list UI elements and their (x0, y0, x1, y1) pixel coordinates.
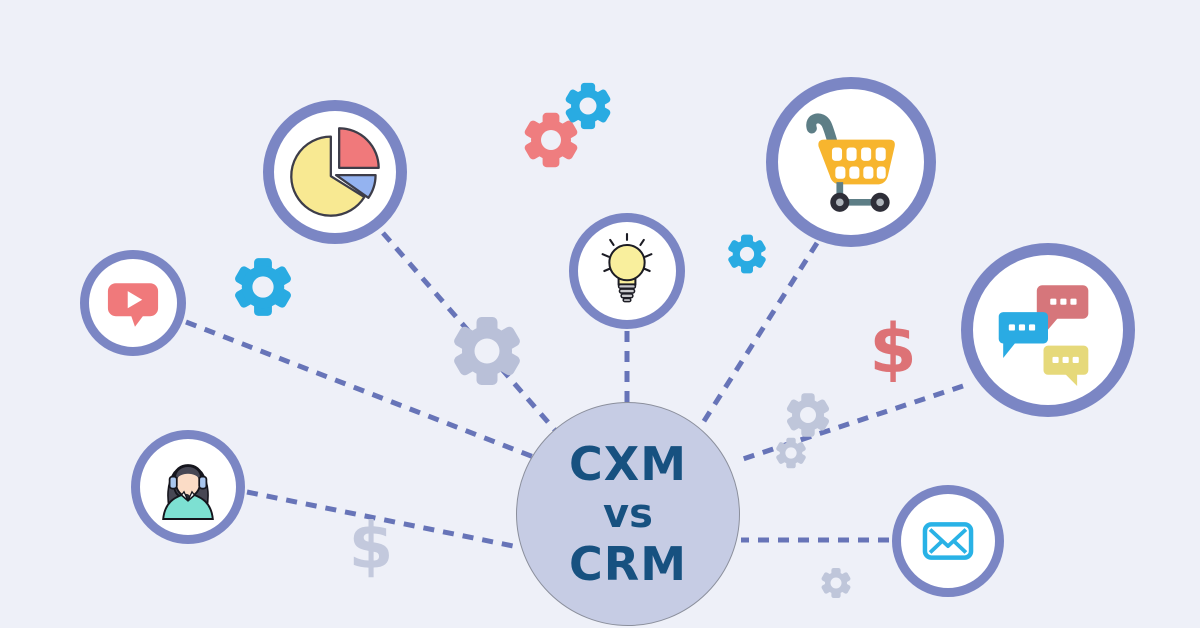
gear-icon (820, 568, 852, 598)
dollar-icon: $ (349, 510, 394, 584)
center-text-cxm: CXM (569, 437, 687, 491)
shopping-cart-icon (806, 113, 895, 212)
center-text-vs: vs (603, 491, 653, 537)
lightbulb-icon (601, 232, 653, 303)
connector-cart (696, 241, 820, 431)
node-email (892, 485, 1004, 597)
chat-bubbles-icon (998, 285, 1089, 386)
node-idea (569, 213, 685, 329)
connector-chat (736, 383, 964, 464)
pie-chart-icon (290, 127, 380, 217)
node-pie-chart (263, 100, 407, 244)
video-play-bubble-icon (107, 283, 159, 327)
node-conversations (961, 243, 1135, 417)
node-video-message (80, 250, 186, 356)
connector-agent (246, 489, 519, 550)
gear-icon (727, 234, 767, 274)
connector-pie (381, 231, 563, 439)
envelope-icon (922, 522, 974, 560)
connector-video (185, 319, 545, 464)
connector-lines (185, 231, 964, 550)
dollar-icon: $ (869, 310, 916, 389)
gear-icon (564, 82, 612, 130)
gear-icon (785, 393, 831, 437)
customer-support-agent-icon (162, 464, 214, 520)
center-topic-circle: CXM vs CRM (516, 402, 740, 626)
center-text-crm: CRM (569, 537, 687, 591)
node-shopping-cart (766, 77, 936, 247)
gear-icon (775, 437, 807, 469)
gear-icon (452, 317, 522, 385)
gear-icon (233, 258, 293, 316)
node-support-agent (131, 430, 245, 544)
